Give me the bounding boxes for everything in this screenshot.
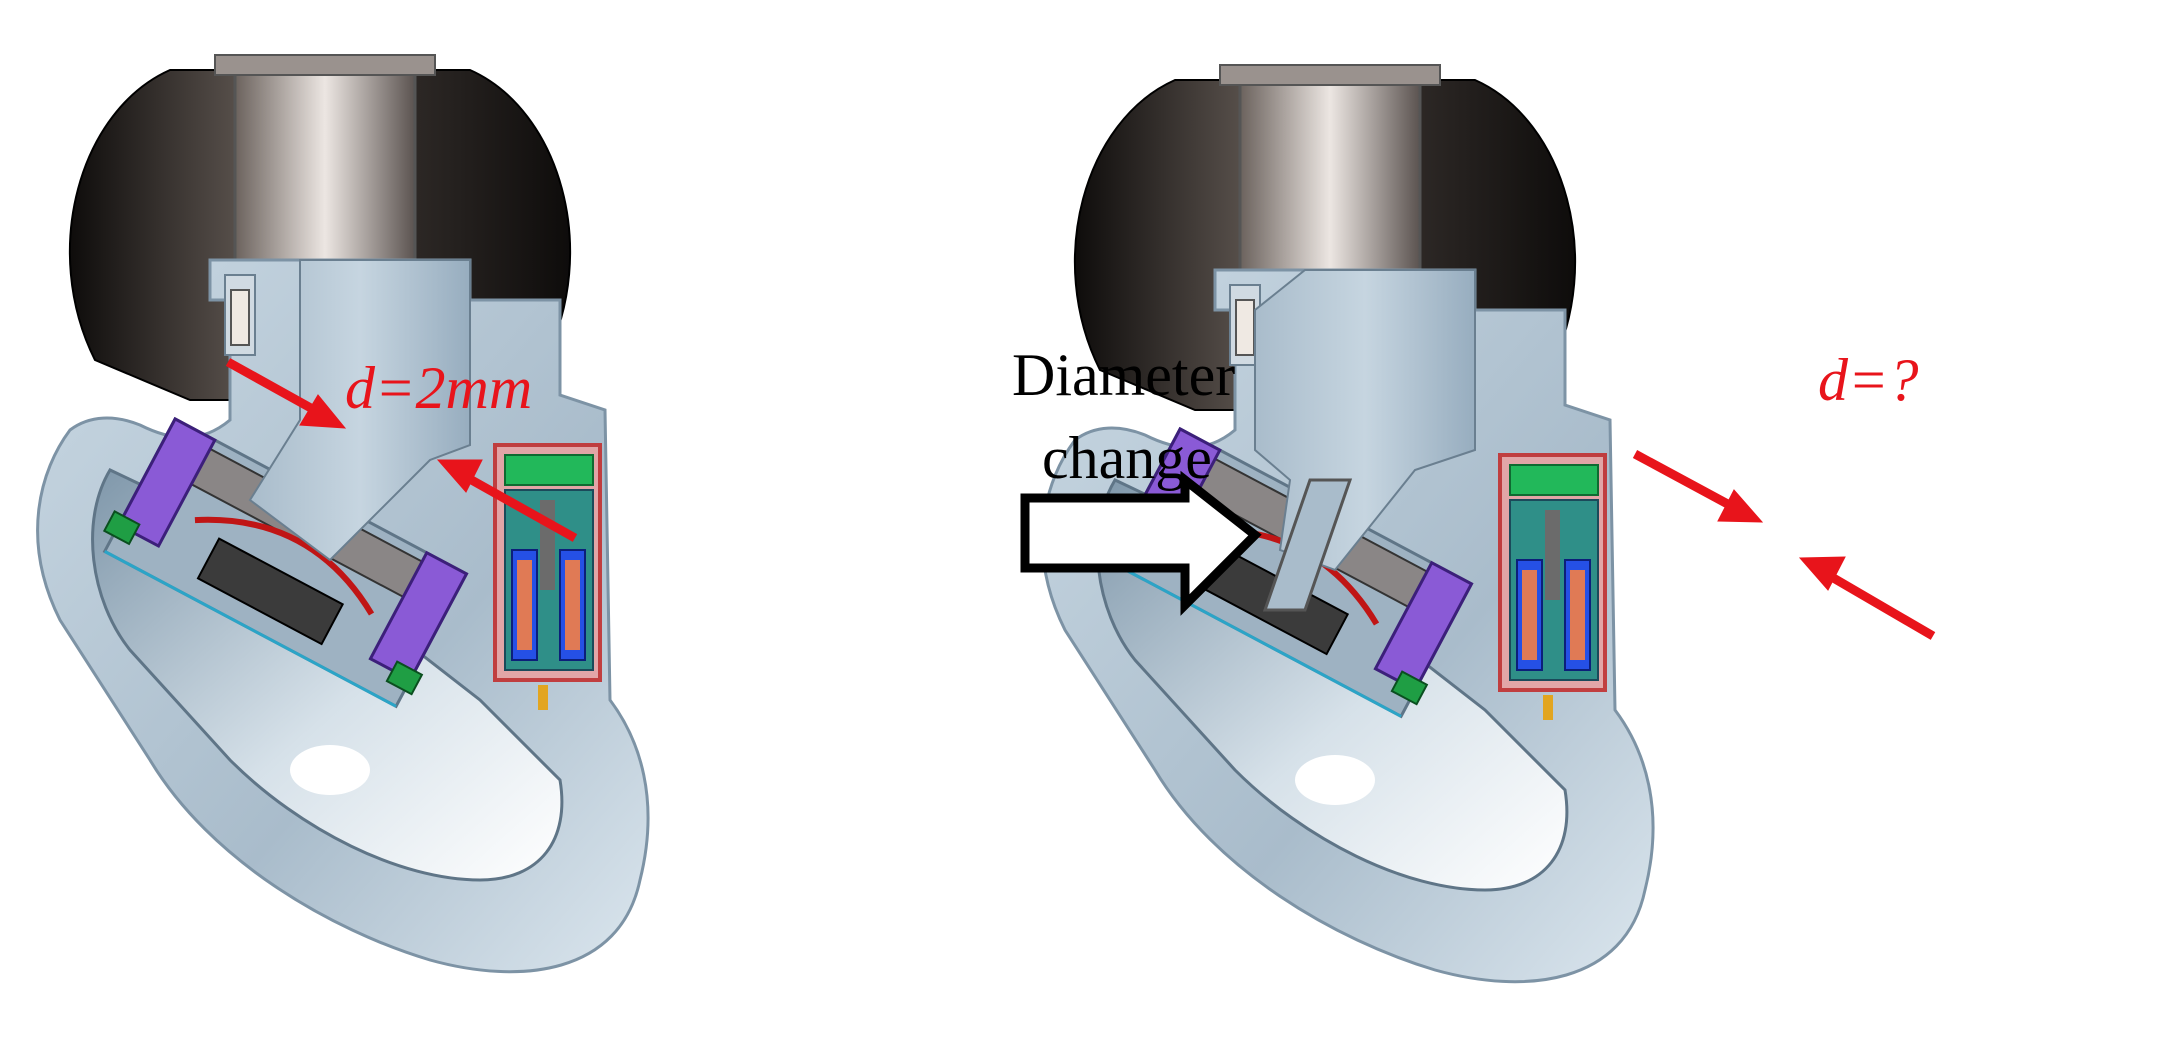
red-pointer-arrow-icon — [299, 394, 347, 429]
left-diameter-label: d=2mm — [345, 355, 532, 421]
red-pointer-arrow-icon — [1798, 556, 1846, 591]
left-pointer-arrows — [225, 358, 578, 542]
red-pointer-arrow-icon — [225, 358, 321, 416]
red-pointer-arrow-icon — [1717, 489, 1764, 523]
right-earphone-section — [1043, 65, 1653, 982]
arrow-caption-line1: Diameter — [1012, 342, 1235, 408]
red-pointer-arrow-icon — [436, 459, 483, 493]
red-pointer-arrow-icon — [1827, 572, 1936, 640]
hollow-right-arrow-icon — [1020, 470, 1262, 616]
left-earphone-section — [38, 55, 648, 972]
red-pointer-arrow-icon — [1632, 450, 1738, 512]
right-pointer-arrows — [1632, 450, 1936, 640]
right-diameter-label: d=? — [1818, 347, 1919, 413]
red-pointer-arrow-icon — [465, 474, 578, 542]
